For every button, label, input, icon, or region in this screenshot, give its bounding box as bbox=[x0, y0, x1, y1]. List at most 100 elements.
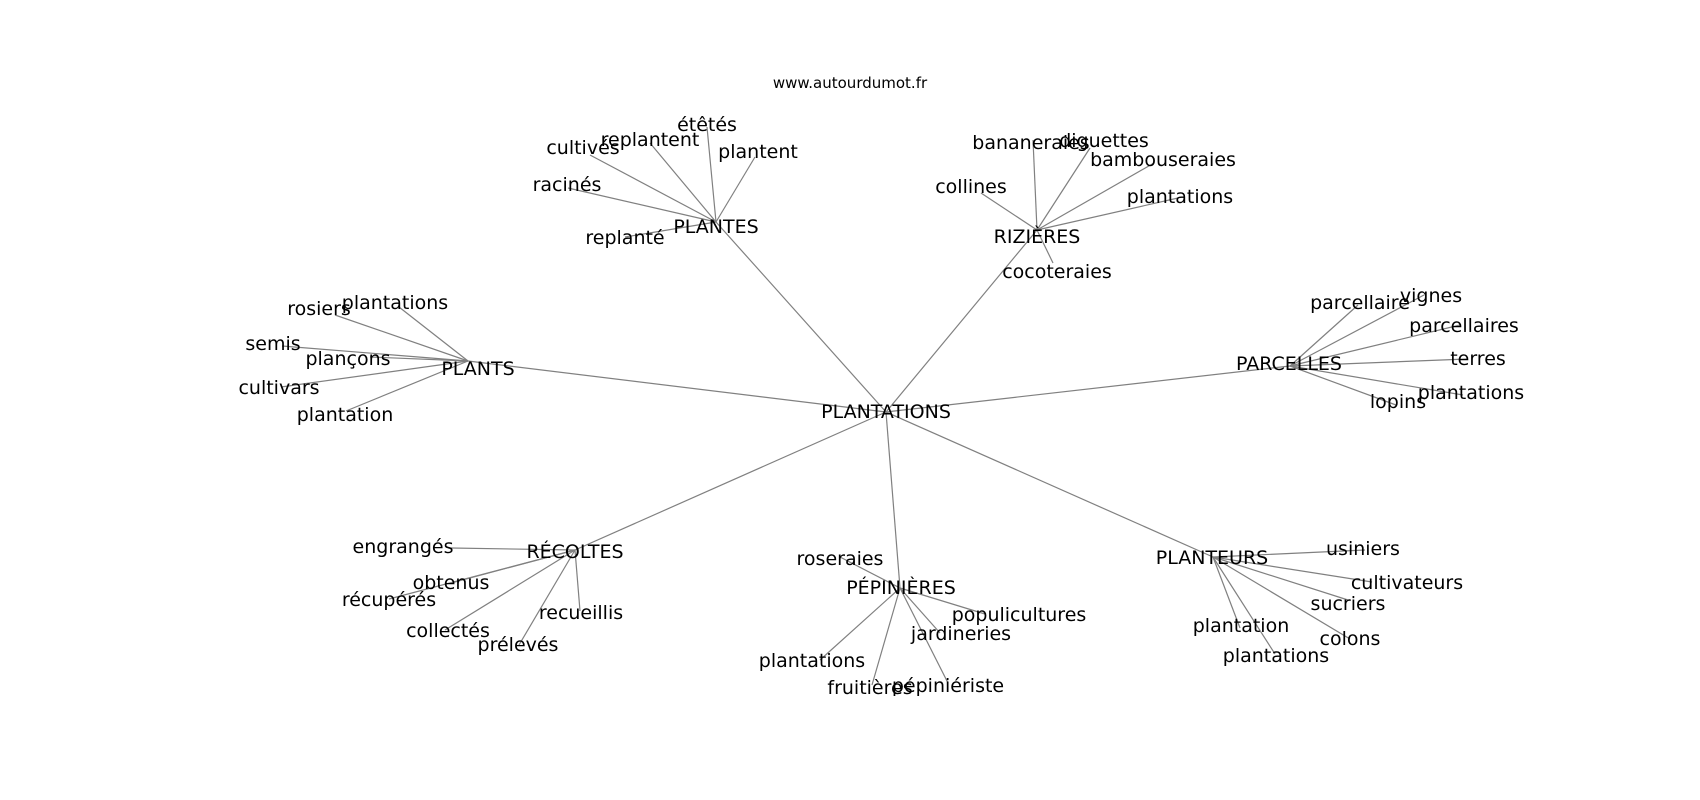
leaf-node-label: plantations bbox=[1223, 645, 1329, 667]
leaf-node-label: bambouseraies bbox=[1090, 149, 1236, 171]
edge-6-3 bbox=[1212, 556, 1241, 629]
leaf-node-label: racinés bbox=[533, 174, 602, 196]
edge-0-4 bbox=[567, 187, 717, 223]
edge-6-1 bbox=[1212, 556, 1373, 583]
leaf-node-label: plançons bbox=[305, 348, 390, 370]
edge-2-3 bbox=[369, 356, 469, 362]
leaf-node-label: rosiers bbox=[287, 298, 351, 320]
edge-1-0 bbox=[1032, 139, 1038, 231]
edge-2-0 bbox=[334, 314, 469, 362]
leaf-node-label: collines bbox=[935, 176, 1007, 198]
edge-5-0 bbox=[839, 556, 901, 589]
leaf-node-label: pépiniériste bbox=[892, 675, 1004, 697]
group-node-label: RÉCOLTES bbox=[526, 540, 623, 563]
leaf-node-label: jardineries bbox=[910, 623, 1011, 645]
graph-edges bbox=[280, 126, 1468, 686]
leaf-node-label: étêtés bbox=[677, 114, 737, 136]
edge-3-5 bbox=[1289, 365, 1397, 406]
leaf-node-label: sucriers bbox=[1311, 593, 1386, 615]
edge-4-5 bbox=[518, 549, 576, 646]
edge-3-3 bbox=[1289, 358, 1468, 367]
group-node-label: PLANTEURS bbox=[1156, 547, 1268, 569]
leaf-node-label: plantent bbox=[718, 141, 798, 163]
edge-0-1 bbox=[649, 142, 717, 223]
leaf-node-label: terres bbox=[1450, 348, 1506, 370]
edge-5-3 bbox=[819, 587, 901, 661]
leaf-node-label: plantations bbox=[342, 292, 448, 314]
leaf-node-label: collectés bbox=[406, 620, 490, 642]
leaf-node-label: semis bbox=[245, 333, 300, 355]
group-node-label: PARCELLES bbox=[1236, 353, 1342, 375]
leaf-node-label: replanté bbox=[585, 227, 664, 249]
edge-2-4 bbox=[280, 360, 469, 388]
edge-2-1 bbox=[398, 306, 469, 362]
edge-6-0 bbox=[1212, 549, 1366, 558]
edge-0-2 bbox=[589, 154, 717, 223]
leaf-node-label: fruitières bbox=[827, 677, 912, 699]
leaf-node-label: vignes bbox=[1400, 285, 1462, 307]
leaf-node-label: cultivateurs bbox=[1351, 572, 1463, 594]
edge-0-0 bbox=[706, 126, 717, 223]
leaf-node-label: plantations bbox=[759, 650, 865, 672]
edge-1-3 bbox=[980, 192, 1038, 231]
edge-1-1 bbox=[1036, 147, 1091, 231]
edge-center-4 bbox=[574, 411, 887, 551]
edge-3-2 bbox=[1289, 324, 1461, 367]
edge-5-4 bbox=[871, 587, 901, 686]
edge-6-2 bbox=[1212, 556, 1349, 601]
leaf-node-label: parcellaires bbox=[1409, 315, 1519, 337]
leaf-node-label: obtenus bbox=[413, 572, 490, 594]
edge-center-3 bbox=[885, 365, 1291, 413]
group-node-label: RIZIÈRES bbox=[994, 225, 1081, 248]
edge-5-1 bbox=[899, 587, 986, 615]
leaf-node-label: lopins bbox=[1370, 391, 1426, 413]
edge-center-0 bbox=[715, 221, 887, 413]
edge-3-4 bbox=[1289, 365, 1464, 396]
edge-2-2 bbox=[281, 345, 469, 362]
edge-6-5 bbox=[1212, 556, 1276, 655]
group-node-label: PLANTS bbox=[441, 358, 514, 380]
edge-0-3 bbox=[715, 156, 756, 223]
leaf-node-label: replantent bbox=[601, 129, 700, 151]
edge-4-3 bbox=[574, 549, 581, 612]
leaf-node-label: diguettes bbox=[1059, 130, 1149, 152]
edge-center-5 bbox=[885, 411, 901, 589]
leaf-node-label: cultivés bbox=[546, 137, 619, 159]
leaf-node-label: récupérés bbox=[342, 589, 436, 611]
leaf-node-label: colons bbox=[1320, 628, 1381, 650]
leaf-node-label: prélevés bbox=[478, 634, 559, 656]
edge-3-1 bbox=[1289, 294, 1425, 367]
leaf-node-label: plantation bbox=[1193, 615, 1290, 637]
edge-6-4 bbox=[1212, 556, 1351, 640]
edge-3-0 bbox=[1289, 304, 1359, 367]
graph-nodes: PLANTATIONSPLANTESétêtésreplantentcultiv… bbox=[238, 114, 1524, 699]
center-node-label: PLANTATIONS bbox=[821, 401, 951, 423]
edge-1-2 bbox=[1036, 162, 1155, 231]
leaf-node-label: engrangés bbox=[353, 536, 454, 558]
edge-0-5 bbox=[624, 221, 717, 238]
edge-5-2 bbox=[899, 587, 941, 634]
edge-5-5 bbox=[899, 587, 949, 684]
leaf-node-label: cultivars bbox=[238, 377, 319, 399]
edge-center-2 bbox=[467, 360, 887, 413]
edge-2-5 bbox=[345, 360, 469, 412]
group-node-label: PÉPINIÈRES bbox=[846, 576, 956, 599]
edge-center-1 bbox=[885, 229, 1038, 413]
leaf-node-label: plantations bbox=[1418, 382, 1524, 404]
leaf-node-label: recueillis bbox=[539, 602, 623, 624]
edge-4-4 bbox=[444, 549, 576, 631]
leaf-node-label: plantations bbox=[1127, 186, 1233, 208]
group-node-label: PLANTES bbox=[673, 216, 758, 238]
edge-4-2 bbox=[388, 549, 576, 600]
edge-4-0 bbox=[450, 547, 576, 551]
leaf-node-label: plantation bbox=[297, 404, 394, 426]
leaf-node-label: bananeraies bbox=[972, 132, 1089, 154]
leaf-node-label: populicultures bbox=[952, 604, 1087, 626]
leaf-node-label: roseraies bbox=[797, 548, 884, 570]
edge-1-4 bbox=[1036, 197, 1179, 231]
site-label: www.autourdumot.fr bbox=[773, 74, 928, 92]
leaf-node-label: usiniers bbox=[1326, 538, 1400, 560]
leaf-node-label: parcellaire bbox=[1310, 292, 1410, 314]
edge-center-6 bbox=[885, 411, 1214, 558]
